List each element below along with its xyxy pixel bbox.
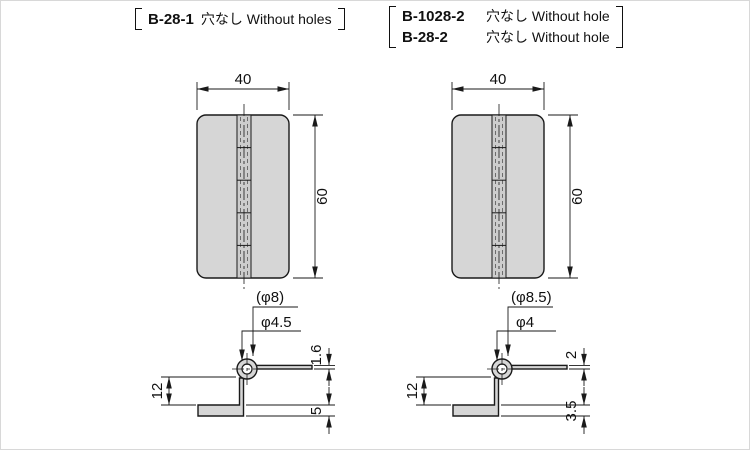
model-row: B-1028-2 穴なし Without hole — [402, 6, 610, 27]
bracket-open — [135, 8, 142, 30]
hinge-geometry — [416, 82, 590, 434]
product-label-right: B-1028-2 穴なし Without hole B-28-2 穴なし Wit… — [389, 6, 623, 48]
pin-diameter-label: φ4.5 — [261, 314, 292, 331]
model-description: 穴なし Without holes — [200, 11, 332, 27]
flange-label: 5 — [308, 407, 325, 415]
model-row: B-28-2 穴なし Without hole — [402, 27, 610, 48]
plate-thickness-label: 2 — [563, 351, 580, 359]
drawing-b-1028-2: 40 60 (φ8.5) φ4 2 12 3.5 — [404, 71, 590, 434]
model-number: B-1028-2 — [402, 8, 465, 25]
height-dimension-label: 60 — [314, 188, 331, 205]
knuckle-diameter-label: (φ8.5) — [511, 289, 552, 306]
bracket-open — [389, 6, 396, 48]
drawing-b-28-1: 40 60 (φ8) φ4.5 1.6 12 5 — [149, 71, 335, 434]
width-dimension-label: 40 — [490, 71, 507, 88]
model-description: 穴なし Without hole — [486, 29, 610, 45]
model-number: B-28-2 — [402, 29, 448, 46]
model-list: B-1028-2 穴なし Without hole B-28-2 穴なし Wit… — [402, 6, 610, 48]
bracket-close — [337, 8, 345, 30]
leaf-drop-label: 12 — [149, 383, 166, 400]
model-number: B-28-1 — [148, 10, 194, 28]
leaf-drop-label: 12 — [404, 383, 421, 400]
knuckle-diameter-label: (φ8) — [256, 289, 284, 306]
width-dimension-label: 40 — [235, 71, 252, 88]
pin-diameter-label: φ4 — [516, 314, 534, 331]
height-dimension-label: 60 — [569, 188, 586, 205]
flange-label: 3.5 — [563, 401, 580, 422]
bracket-close — [615, 6, 623, 48]
model-description: 穴なし Without hole — [486, 8, 610, 24]
hinge-geometry — [161, 82, 335, 434]
plate-thickness-label: 1.6 — [308, 345, 325, 366]
product-label-left: B-28-1 穴なし Without holes — [135, 8, 345, 30]
